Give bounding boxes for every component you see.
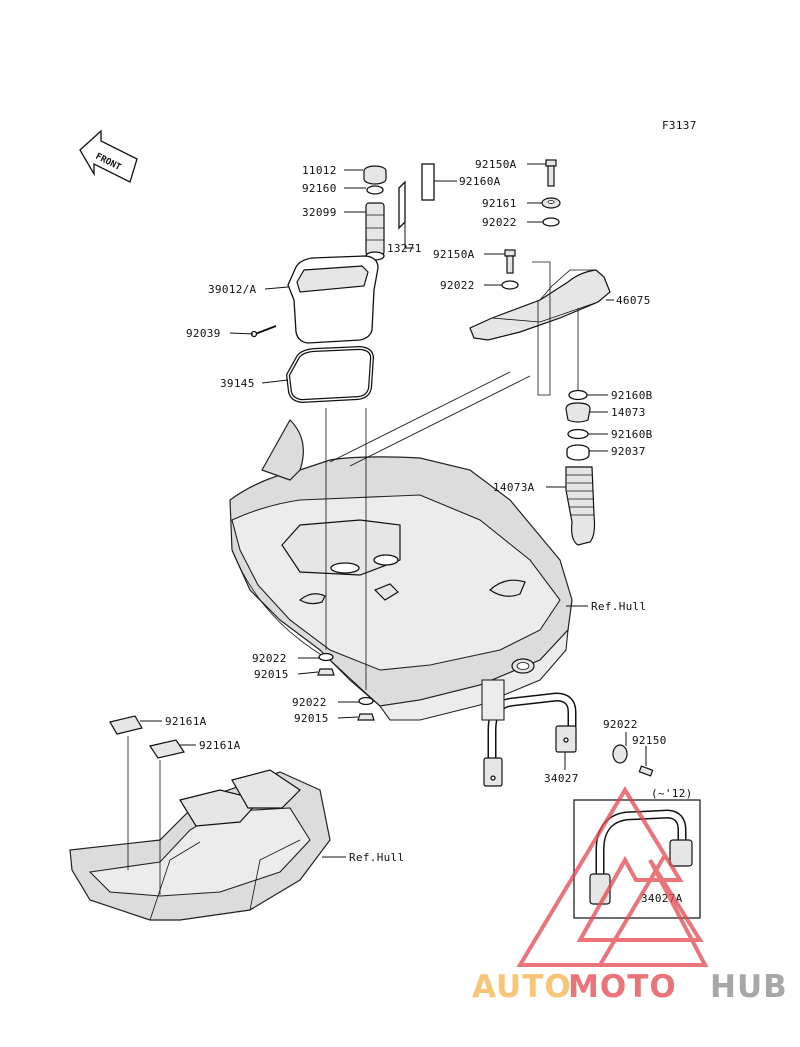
watermark-triangle-icon	[516, 786, 709, 967]
step-34027	[481, 679, 577, 787]
sticker-92161A-b	[149, 739, 185, 759]
label-13271: 13271	[387, 242, 422, 255]
label-ref-hull-lower: Ref.Hull	[349, 851, 404, 864]
bolt-92150-step	[638, 765, 654, 777]
label-92037: 92037	[611, 445, 646, 458]
label-46075: 46075	[616, 294, 651, 307]
label-92160A: 92160A	[459, 175, 501, 188]
hull-lower	[69, 769, 331, 921]
label-92022-step: 92022	[603, 718, 638, 731]
storage-case-39012A	[287, 255, 379, 344]
o-ring-92160B-top	[568, 389, 588, 401]
label-92150: 92150	[632, 734, 667, 747]
label-92160B-bottom: 92160B	[611, 428, 653, 441]
watermark-text-auto: AUTO	[472, 969, 572, 1005]
drain-32099	[365, 202, 385, 261]
label-92015-a: 92015	[254, 668, 289, 681]
washer-92022-mid	[501, 280, 519, 290]
watermark-logo: AUTO MOTO HUB	[472, 786, 788, 1005]
washer-92022-top	[542, 217, 560, 227]
grab-handle-46075	[469, 269, 611, 341]
label-92022-a: 92022	[252, 652, 287, 665]
o-ring-92160	[366, 185, 384, 195]
label-92161A-b: 92161A	[199, 739, 241, 752]
bracket-13271	[398, 180, 406, 230]
front-arrow-icon: FRONT	[79, 129, 138, 183]
figure-code: F3137	[662, 119, 697, 132]
label-92150A-mid: 92150A	[433, 248, 475, 261]
label-39145: 39145	[220, 377, 255, 390]
hose-14073A	[565, 466, 596, 546]
guide-line-1	[532, 261, 551, 396]
label-92150A-top: 92150A	[475, 158, 517, 171]
clamp-92037	[566, 444, 590, 461]
washer-92161	[541, 197, 561, 209]
label-32099: 32099	[302, 206, 337, 219]
label-92161: 92161	[482, 197, 517, 210]
pad-92160A	[421, 163, 435, 201]
washer-92022-b	[358, 696, 374, 706]
nut-92015-b	[357, 713, 375, 721]
label-year-note: (~'12)	[651, 787, 693, 800]
label-92039: 92039	[186, 327, 221, 340]
inset-34027A	[573, 799, 701, 919]
bolt-92039	[250, 325, 277, 338]
label-92022-top: 92022	[482, 216, 517, 229]
bolt-92150A-top	[545, 159, 557, 187]
hull-main	[229, 419, 573, 721]
label-34027: 34027	[544, 772, 579, 785]
sticker-92161A-a	[109, 715, 143, 735]
label-39012A: 39012/A	[208, 283, 257, 296]
nut-92015-a	[317, 668, 335, 676]
label-14073A: 14073A	[493, 481, 535, 494]
washer-92022-a	[318, 652, 334, 662]
label-92022-b: 92022	[292, 696, 327, 709]
guide-line-5	[329, 371, 511, 463]
cap-14073	[565, 402, 591, 423]
label-92022-mid: 92022	[440, 279, 475, 292]
bolt-92150A-mid	[504, 249, 516, 274]
label-92015-b: 92015	[294, 712, 329, 725]
watermark-text-hub: HUB	[710, 969, 788, 1005]
label-11012: 11012	[302, 164, 337, 177]
gasket-39145	[285, 345, 375, 404]
guide-line-6	[349, 375, 531, 467]
label-ref-hull-main: Ref.Hull	[591, 600, 646, 613]
leader-lines	[140, 163, 647, 858]
label-92161A-a: 92161A	[165, 715, 207, 728]
o-ring-92160B-bottom	[567, 428, 589, 440]
washer-92022-step	[612, 744, 628, 764]
label-92160B-top: 92160B	[611, 389, 653, 402]
label-92160: 92160	[302, 182, 337, 195]
cap-11012	[363, 165, 387, 185]
label-14073: 14073	[611, 406, 646, 419]
watermark-text-moto: MOTO	[568, 969, 677, 1005]
